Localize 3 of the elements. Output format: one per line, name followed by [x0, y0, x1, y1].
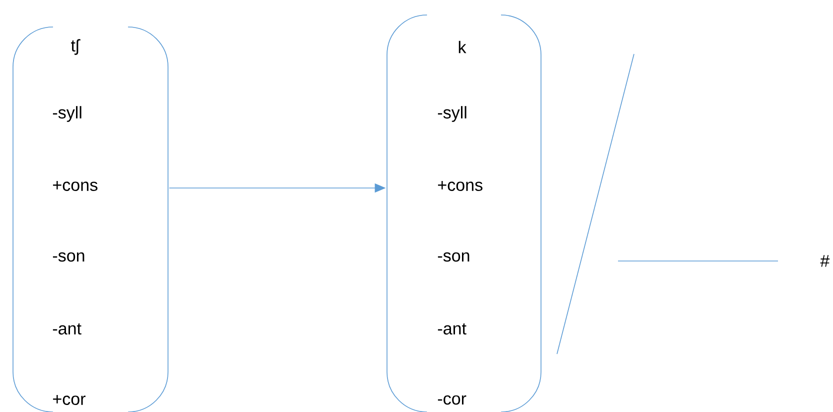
boundary-symbol: # [820, 255, 830, 267]
feature-matrix: tʃ -syll +cons -son -ant +cor [12, 26, 168, 412]
feature-matrix: k -syll +cons -son -ant -cor [386, 14, 542, 412]
